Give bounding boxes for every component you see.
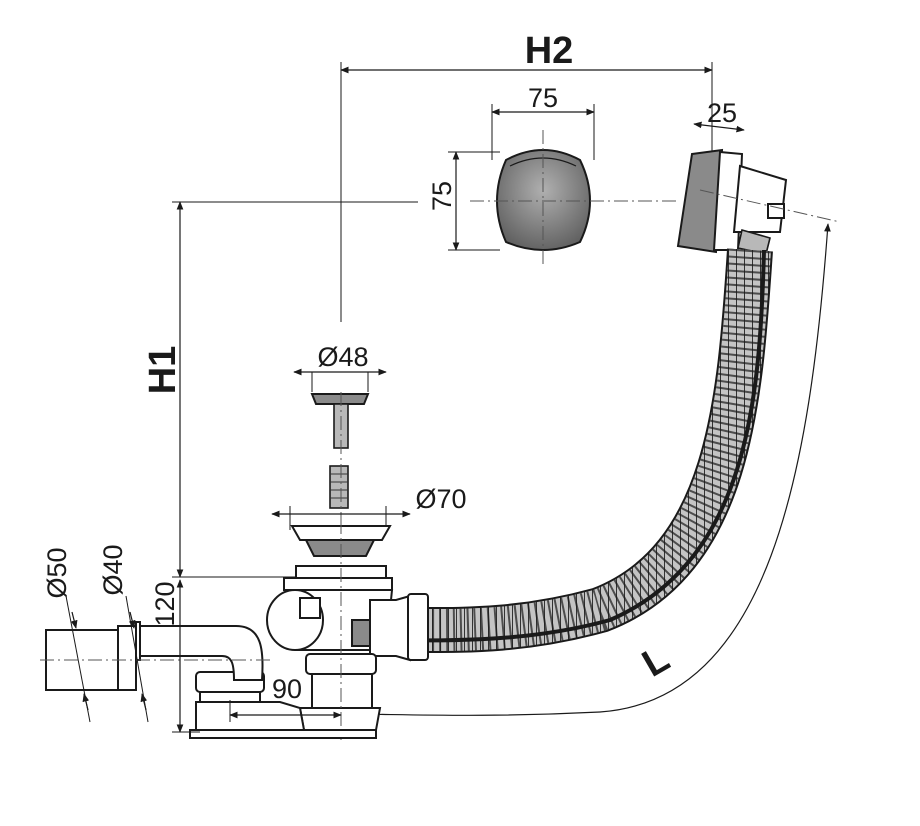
trap-offset-label: 90 bbox=[272, 674, 302, 704]
trap-height-dimension: 120 bbox=[150, 579, 200, 733]
overflow-side: 25 bbox=[676, 98, 841, 255]
l-label: L bbox=[635, 638, 676, 686]
h2-dimension: H2 bbox=[340, 30, 713, 322]
h1-label: H1 bbox=[142, 346, 184, 395]
outlet-dimensions: Ø50 Ø40 bbox=[42, 544, 149, 723]
waste-diameter-label: Ø70 bbox=[415, 484, 466, 514]
outlet-d50-label: Ø50 bbox=[42, 547, 72, 598]
plug-assembly: Ø48 bbox=[293, 342, 387, 520]
trap-height-label: 120 bbox=[150, 581, 180, 626]
overflow-cover-front: 75 75 bbox=[427, 83, 680, 268]
flexible-hose bbox=[359, 248, 773, 654]
overflow-depth-label: 25 bbox=[707, 98, 737, 128]
trap-offset-dimension: 90 bbox=[229, 674, 342, 722]
waste-body: Ø70 bbox=[266, 484, 467, 740]
h1-dimension: H1 bbox=[142, 201, 418, 578]
overflow-cover-cap bbox=[496, 149, 591, 251]
overflow-height-label: 75 bbox=[427, 181, 457, 211]
plug-diameter-label: Ø48 bbox=[317, 342, 368, 372]
h2-label: H2 bbox=[525, 30, 574, 72]
overflow-width-label: 75 bbox=[528, 83, 558, 113]
outlet-d40-label: Ø40 bbox=[98, 544, 128, 595]
